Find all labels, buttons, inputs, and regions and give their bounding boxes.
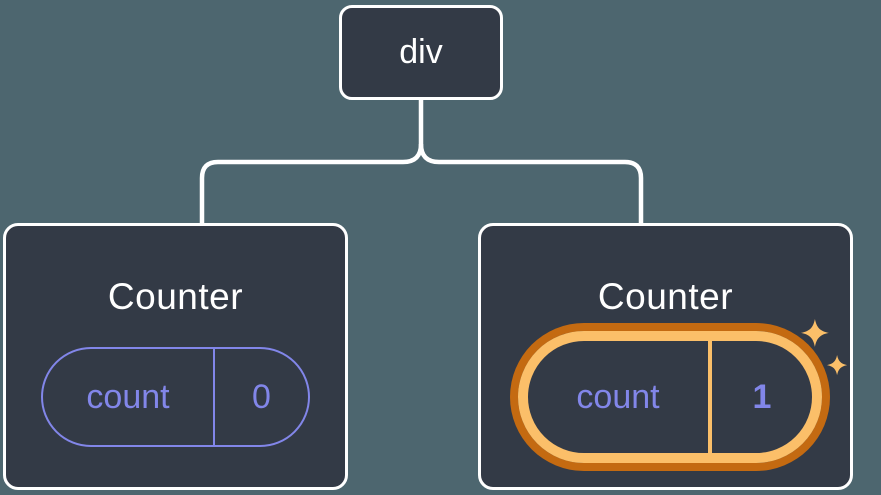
sparkles-icon — [801, 319, 848, 376]
tree-node-div-label: div — [399, 33, 443, 71]
tree-node-counter-left: Counter count 0 — [3, 223, 348, 490]
state-pill-divider — [708, 341, 712, 453]
state-pill: count 0 — [41, 347, 310, 447]
component-title: Counter — [597, 276, 734, 317]
state-key: count — [86, 377, 170, 416]
tree-node-div: div — [339, 5, 503, 100]
state-key: count — [576, 377, 660, 416]
connector-branch-right — [418, 143, 644, 225]
connector-branch-left — [199, 100, 424, 225]
state-pill-divider — [213, 349, 215, 445]
state-value: 1 — [752, 377, 772, 416]
state-pill-highlighted: count 1 — [518, 331, 822, 463]
state-value: 0 — [252, 377, 271, 416]
tree-node-counter-right: Counter count 1 — [478, 223, 853, 490]
component-title: Counter — [107, 276, 244, 317]
